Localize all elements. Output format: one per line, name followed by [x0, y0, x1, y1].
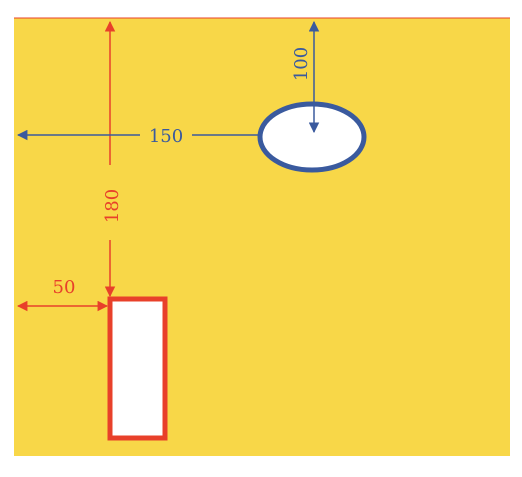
- ellipse-shape: [257, 101, 367, 173]
- label-180: 180: [102, 189, 123, 223]
- rectangle-shape: [107, 296, 168, 441]
- label-100: 100: [291, 47, 312, 81]
- background-panel: [14, 18, 510, 456]
- label-150: 150: [149, 126, 183, 147]
- label-50: 50: [53, 277, 76, 298]
